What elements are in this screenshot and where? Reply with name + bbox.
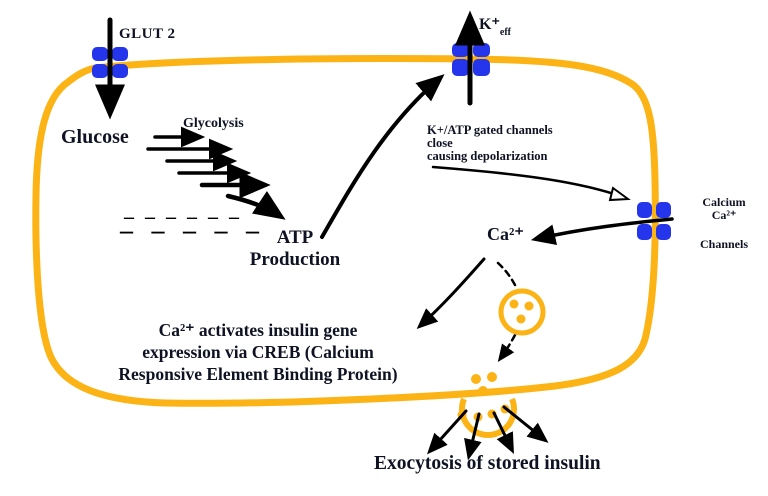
k-efflux-label: K⁺eff: [479, 14, 511, 39]
katp-channel-caption: K+/ATP gated channels close causing depo…: [427, 124, 553, 163]
atp-line1: ATP: [276, 227, 314, 248]
katp-caption-line1: K+/ATP gated channels: [427, 123, 553, 137]
glycolysis-label: Glycolysis: [183, 116, 244, 131]
glycolysis-step-arrows: [146, 126, 286, 220]
katp-channel-icon: [452, 43, 490, 76]
ca-ion-label: Ca²⁺: [487, 224, 524, 244]
ca-to-vesicle-dashed-arrow: [496, 261, 519, 291]
glucose-label: Glucose: [61, 126, 129, 148]
cell-membrane: [32, 54, 659, 407]
depolarization-arrow: [431, 165, 616, 196]
calcium-caption-line3: Channels: [699, 237, 749, 251]
exocytosis-label: Exocytosis of stored insulin: [374, 453, 601, 474]
ca-influx-arrow: [530, 217, 674, 246]
katp-caption-line2: close: [427, 136, 453, 150]
atp-to-katp-arrow: [320, 74, 445, 239]
calcium-channel-caption: Calcium Ca²⁺ Channels: [688, 196, 760, 251]
open-arrowhead-icon: [608, 186, 631, 202]
atp-line2: Production: [249, 249, 341, 270]
dash-row-2: – – – – –: [120, 216, 265, 245]
creb-line1: Ca²⁺ activates insulin gene: [158, 320, 358, 340]
creb-line3: Responsive Element Binding Protein): [118, 364, 398, 384]
calcium-channel-icon: [637, 202, 671, 240]
insulin-vesicle-icon: [498, 288, 546, 336]
fused-vesicle-icon: [459, 372, 517, 438]
creb-caption: Ca²⁺ activates insulin gene expression v…: [88, 319, 428, 385]
glut2-label: GLUT 2: [119, 26, 176, 42]
glut2-transporter-icon: [92, 47, 128, 78]
vesicle-to-membrane-dashed-arrow: [497, 333, 517, 363]
k-efflux-sub: eff: [499, 27, 511, 39]
calcium-caption-line1: Calcium: [702, 195, 746, 209]
dash-row-1: – – – – – –: [124, 206, 242, 228]
creb-line2: expression via CREB (Calcium: [142, 342, 374, 362]
ca-to-creb-arrow: [416, 257, 486, 330]
exocytosis-release-arrows: [426, 405, 549, 461]
k-efflux-main: K⁺: [479, 16, 500, 33]
atp-production-label: ATP Production: [243, 227, 347, 271]
katp-caption-line3: causing depolarization: [427, 149, 548, 163]
calcium-caption-line2: Ca²⁺: [711, 208, 737, 222]
